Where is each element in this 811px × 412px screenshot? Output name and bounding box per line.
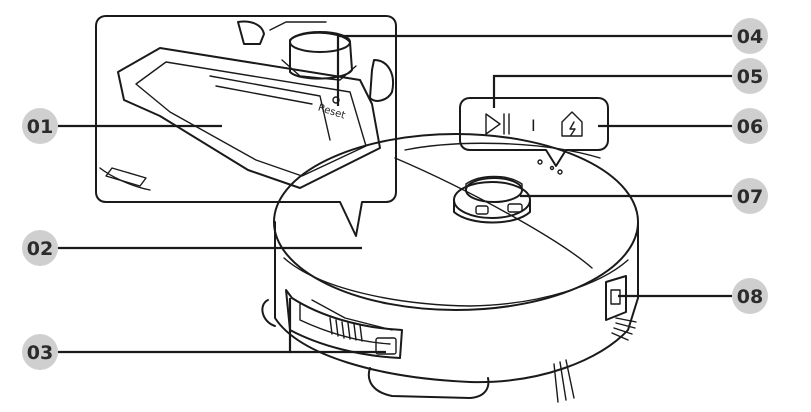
- svg-text:04: 04: [737, 26, 763, 48]
- svg-text:06: 06: [737, 116, 763, 138]
- svg-text:02: 02: [27, 238, 53, 260]
- callout-03: 03: [22, 334, 58, 370]
- reset-label: Reset: [316, 102, 346, 121]
- lidar-tower: [453, 175, 531, 224]
- top-button-marks: [537, 159, 563, 175]
- bumper-vent: [329, 317, 363, 342]
- svg-text:08: 08: [737, 286, 763, 308]
- front-bumper-detail: [285, 289, 403, 359]
- callout-06: 06: [732, 108, 768, 144]
- svg-text:03: 03: [27, 342, 53, 364]
- callout-08: 08: [732, 278, 768, 314]
- left-bump: [261, 299, 276, 327]
- leader-04: [336, 34, 732, 106]
- side-sensor-detail: [605, 275, 627, 321]
- callout-04: 04: [732, 18, 768, 54]
- lower-shell: [274, 221, 639, 384]
- button-divider: I: [531, 116, 536, 135]
- callout-05: 05: [732, 58, 768, 94]
- dust-bin-groove-2: [215, 85, 313, 105]
- reset-mechanism: [237, 20, 394, 104]
- svg-text:07: 07: [737, 186, 763, 208]
- side-brush-right: [611, 317, 637, 341]
- home-charge-icon: [561, 111, 583, 137]
- callout-02: 02: [22, 230, 58, 266]
- control-panel-bubble: I: [459, 97, 609, 167]
- top-disc-rim: [283, 257, 629, 307]
- robot-body: [261, 133, 639, 403]
- top-disc: [273, 133, 639, 311]
- play-pause-icon: [485, 113, 510, 135]
- callout-07: 07: [732, 178, 768, 214]
- dust-bin-inner: [135, 61, 367, 177]
- dust-bin-outline: [117, 47, 381, 189]
- callout-01: 01: [22, 108, 58, 144]
- svg-text:05: 05: [737, 66, 763, 88]
- leader-05: [492, 74, 732, 108]
- top-back-edge: [404, 142, 601, 159]
- dust-bin-zoom-bubble: Reset: [95, 15, 397, 237]
- bottom-bump: [367, 367, 490, 399]
- bubble-handle: [105, 167, 147, 187]
- leader-03a: [58, 298, 292, 354]
- top-seam: [394, 157, 593, 269]
- svg-text:01: 01: [27, 116, 53, 138]
- dust-bin-groove: [209, 75, 331, 141]
- leader-lines: [58, 34, 732, 354]
